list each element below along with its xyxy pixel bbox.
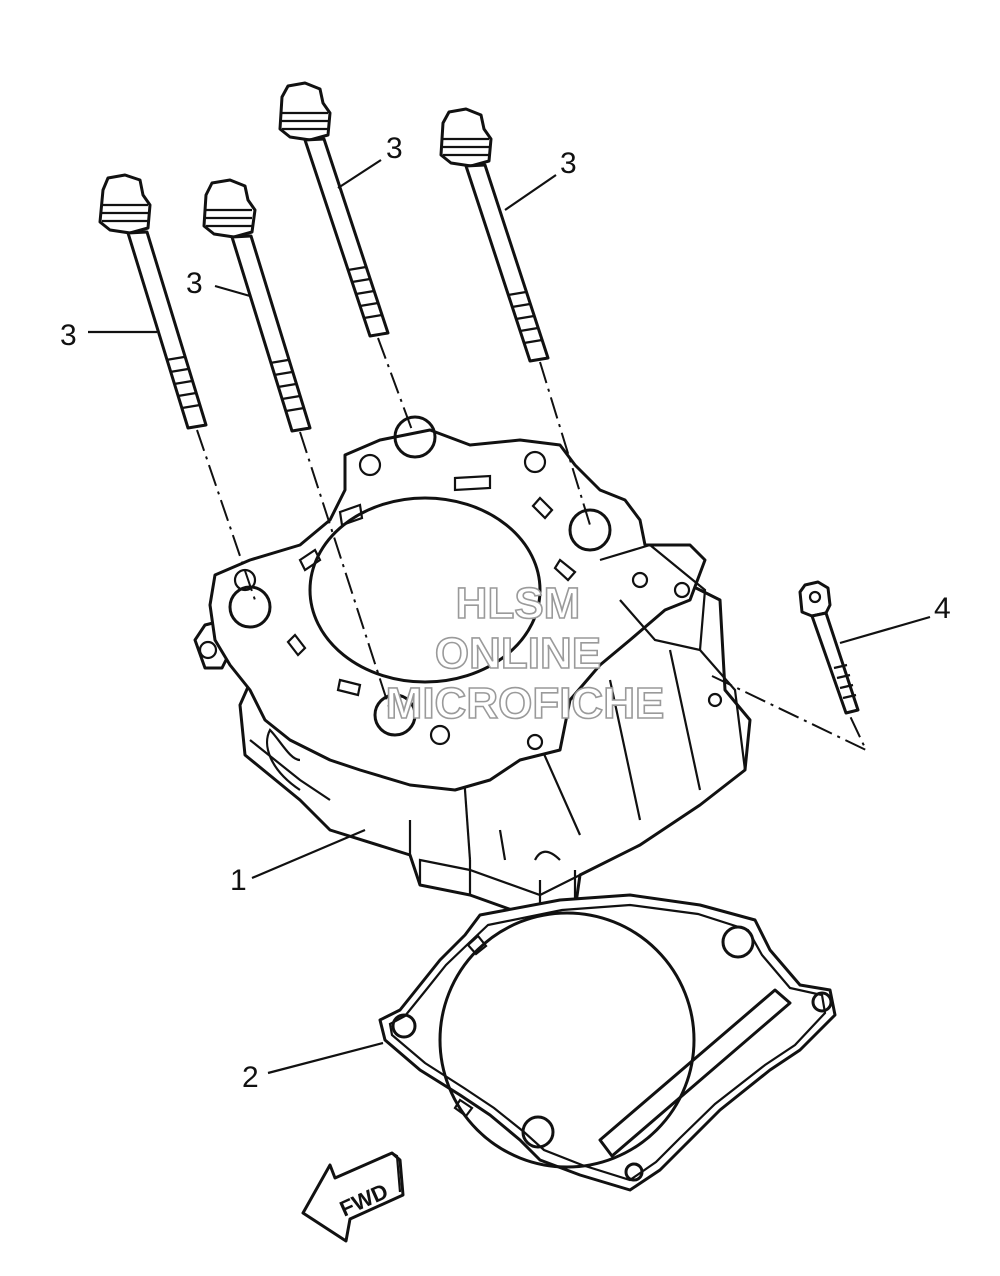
callout-3-center: 3 [386, 132, 403, 165]
watermark: HLSM ONLINE MICROFICHE [385, 578, 665, 729]
callout-1: 1 [230, 864, 247, 897]
bolt-left-outer [98, 173, 208, 430]
callout-2: 2 [242, 1061, 259, 1094]
fwd-arrow: FWD [301, 1151, 405, 1243]
install-lines [196, 337, 869, 753]
callout-3-left-outer: 3 [60, 319, 77, 352]
cylinder-base-gasket [378, 893, 837, 1192]
cylinder-block [193, 415, 752, 922]
bolt-center [278, 81, 390, 338]
bolt-right [439, 107, 550, 363]
callout-4: 4 [934, 592, 951, 625]
callout-3-left-inner: 3 [186, 267, 203, 300]
bolt-small [798, 580, 860, 715]
bolt-left-inner [202, 178, 312, 433]
watermark-line-2: ONLINE [435, 629, 601, 678]
callout-3-right: 3 [560, 147, 577, 180]
watermark-line-3: MICROFICHE [386, 679, 665, 728]
watermark-line-1: HLSM [456, 579, 581, 628]
leader-lines [88, 159, 931, 1075]
